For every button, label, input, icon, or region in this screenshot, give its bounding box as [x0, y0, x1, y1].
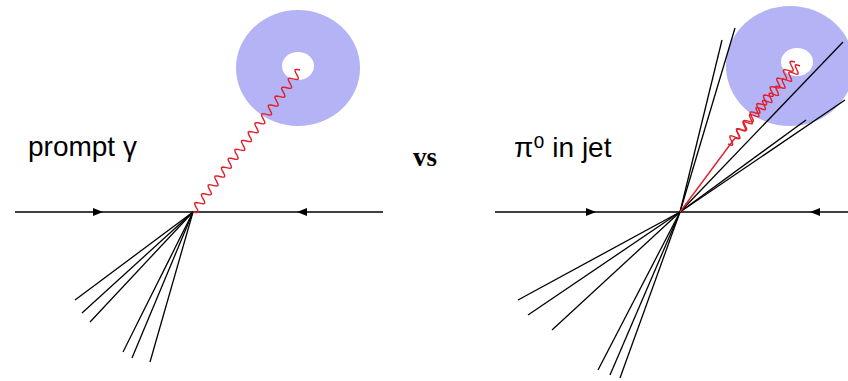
beam-lines — [15, 211, 848, 212]
comparison-label: vs — [413, 142, 437, 173]
pi0-line — [680, 138, 735, 212]
jet-lines — [680, 28, 845, 212]
recoil-jet — [75, 212, 680, 378]
process-label: π⁰ in jet — [514, 131, 611, 164]
cone-hole — [781, 48, 813, 76]
photon — [728, 65, 800, 145]
photon — [193, 69, 300, 212]
isolation-cone — [236, 10, 360, 126]
process-label: prompt γ — [28, 131, 137, 163]
isolation-cone — [726, 6, 848, 126]
beam-arrows — [93, 208, 820, 216]
